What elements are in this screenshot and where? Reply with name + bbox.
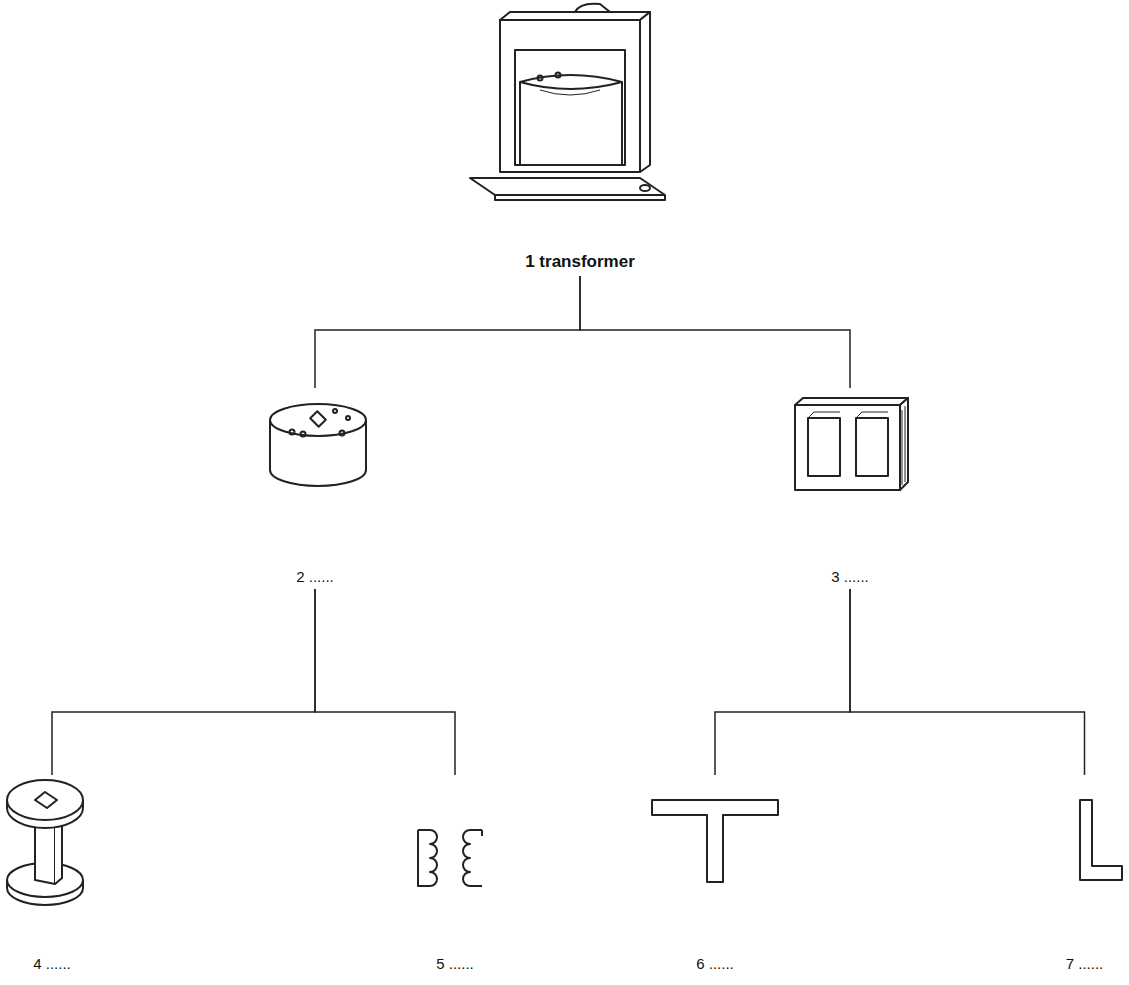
tree-connector <box>715 589 850 775</box>
tree-connector <box>580 276 850 388</box>
picture-area <box>426 10 734 252</box>
l-lamination <box>1080 800 1122 880</box>
tree-connector <box>315 589 455 775</box>
picture-area <box>236 388 394 568</box>
tree-connector <box>850 589 1085 775</box>
picture-area <box>386 775 524 955</box>
callout-number: 3 ...... <box>766 568 934 585</box>
part-item: 3 ...... <box>766 388 934 585</box>
callout-number: 5 ...... <box>386 955 524 972</box>
picture-area <box>3 775 101 955</box>
callout-number: 6 ...... <box>636 955 794 972</box>
part-item: 1 transformer <box>426 10 734 272</box>
callout-number: 7 ...... <box>1043 955 1126 972</box>
tree-connector <box>315 276 580 388</box>
part-item: 7 ...... <box>1043 775 1126 972</box>
picture-area <box>1043 775 1126 955</box>
t-lamination <box>652 800 778 882</box>
tree-connector <box>52 589 315 775</box>
picture-area <box>766 388 934 568</box>
part-item: 5 ...... <box>386 775 524 972</box>
core-illustration <box>795 398 908 490</box>
bobbin-illustration <box>7 780 83 905</box>
part-item: 6 ...... <box>636 775 794 972</box>
part-title: 1 transformer <box>426 252 734 272</box>
part-item: 2 ...... <box>236 388 394 585</box>
callout-number: 2 ...... <box>236 568 394 585</box>
coil-illustration <box>270 404 366 486</box>
transformer-illustration <box>470 4 665 200</box>
picture-area <box>636 775 794 955</box>
callout-number: 4 ...... <box>3 955 101 972</box>
part-item: 4 ...... <box>3 775 101 972</box>
transformer-symbol <box>418 830 482 886</box>
